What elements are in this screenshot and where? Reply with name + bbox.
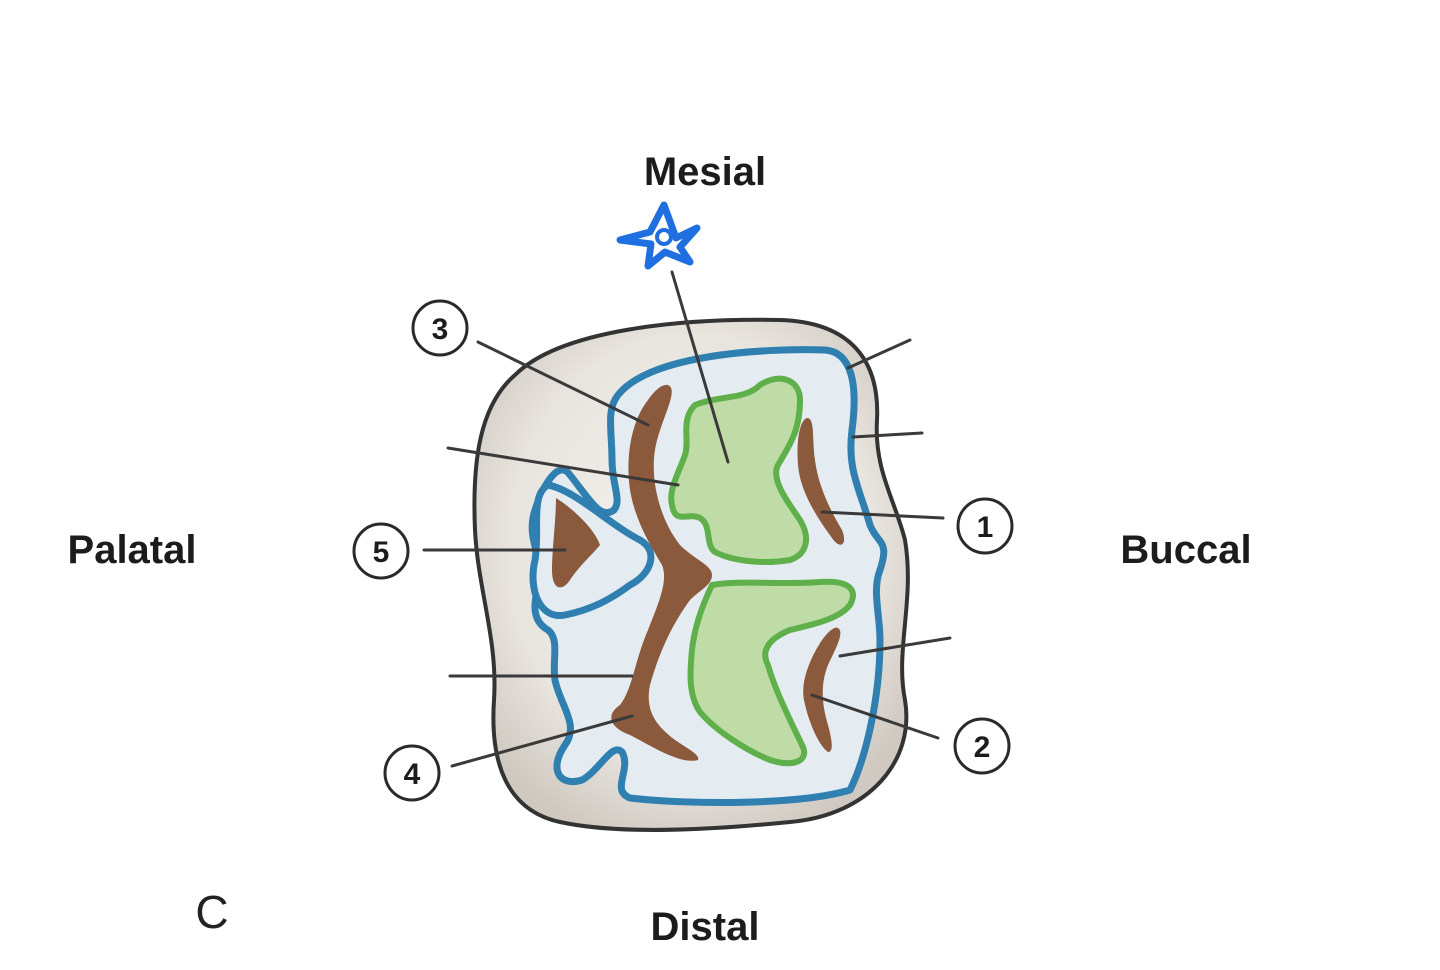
marker-3-text: 3 (432, 313, 449, 346)
label-palatal: Palatal (68, 528, 197, 572)
marker-1-text: 1 (977, 511, 994, 544)
marker-4: 4 (383, 744, 441, 802)
marker-1: 1 (956, 497, 1014, 555)
leader-lines (422, 270, 952, 768)
distal-green-area (687, 578, 856, 767)
leader-star (670, 270, 730, 464)
leader-2 (810, 693, 940, 740)
label-distal: Distal (651, 905, 760, 949)
leader-buccal-third (838, 636, 952, 658)
marker-3: 3 (411, 299, 469, 357)
panel-letter: C (195, 886, 228, 938)
leader-1 (820, 510, 945, 520)
label-mesial: Mesial (644, 150, 766, 194)
leader-3 (476, 340, 650, 427)
marker-4-text: 4 (404, 758, 421, 791)
star-icon (616, 201, 701, 270)
marker-2: 2 (953, 717, 1011, 775)
label-buccal: Buccal (1120, 528, 1251, 572)
leader-4 (450, 714, 634, 768)
mesial-green-area (668, 375, 810, 565)
marker-5: 5 (352, 522, 410, 580)
leader-buccal-top (846, 338, 912, 370)
buccal-lower-ridge (803, 627, 841, 752)
palatal-triangle (552, 498, 600, 588)
leader-palatal-upper (446, 446, 680, 487)
marker-5-text: 5 (373, 536, 390, 569)
leader-buccal-second (851, 431, 924, 439)
marker-2-text: 2 (974, 731, 991, 764)
